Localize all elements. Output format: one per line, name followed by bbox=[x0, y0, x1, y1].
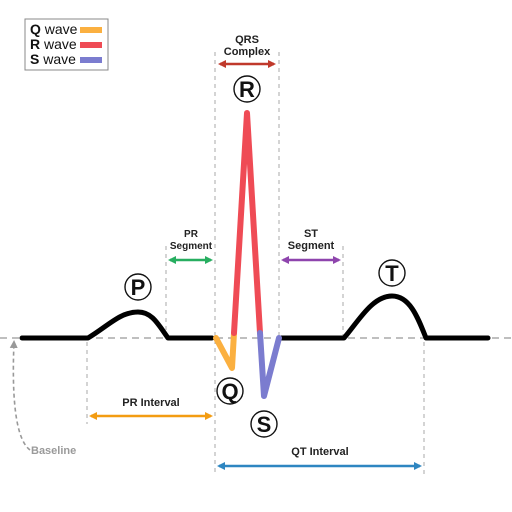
svg-text:Q wave: Q wave bbox=[30, 21, 78, 37]
q-wave-segment bbox=[213, 330, 237, 371]
legend-q-letter: Q bbox=[30, 21, 41, 37]
trace-p-wave bbox=[19, 309, 215, 341]
wave-p-label: P bbox=[131, 275, 146, 300]
legend-item-s: S wave bbox=[30, 51, 102, 67]
wave-q-marker: Q bbox=[216, 377, 244, 405]
legend-q-text: wave bbox=[41, 21, 78, 37]
wave-q-label: Q bbox=[221, 379, 238, 404]
wave-r-label: R bbox=[239, 77, 255, 102]
legend: Q wave R wave S wave bbox=[24, 18, 109, 71]
wave-p-marker: P bbox=[124, 273, 152, 301]
wave-s-marker: S bbox=[250, 410, 278, 438]
baseline-label: Baseline bbox=[31, 445, 76, 457]
qt-interval-label: QT Interval bbox=[291, 446, 348, 458]
wave-r-marker: R bbox=[233, 75, 261, 103]
st-segment-label-line2: Segment bbox=[288, 240, 335, 252]
legend-r-letter: R bbox=[30, 36, 40, 52]
s-wave-segment bbox=[257, 330, 282, 399]
guide-lines bbox=[86, 52, 425, 474]
legend-r-text: wave bbox=[40, 36, 77, 52]
wave-t-label: T bbox=[385, 261, 399, 286]
pr-interval-label: PR Interval bbox=[122, 397, 179, 409]
pr-segment-label-line2: Segment bbox=[170, 241, 213, 252]
trace-st-t-wave bbox=[276, 293, 491, 341]
legend-s-text: wave bbox=[39, 51, 76, 67]
legend-item-r: R wave bbox=[30, 36, 102, 52]
svg-text:S wave: S wave bbox=[30, 51, 76, 67]
pr-segment-label-line1: PR bbox=[184, 229, 199, 240]
wave-s-label: S bbox=[257, 412, 272, 437]
r-wave-segment bbox=[231, 110, 263, 336]
legend-s-letter: S bbox=[30, 51, 39, 67]
baseline-indicator-arrow bbox=[9, 340, 31, 451]
st-segment-label-line1: ST bbox=[304, 228, 318, 240]
qrs-complex-label-line2: Complex bbox=[224, 46, 271, 58]
legend-item-q: Q wave bbox=[30, 21, 102, 37]
qrs-complex-label-line1: QRS bbox=[235, 34, 259, 46]
svg-text:R wave: R wave bbox=[30, 36, 77, 52]
wave-t-marker: T bbox=[378, 259, 406, 287]
ecg-trace bbox=[19, 110, 491, 399]
